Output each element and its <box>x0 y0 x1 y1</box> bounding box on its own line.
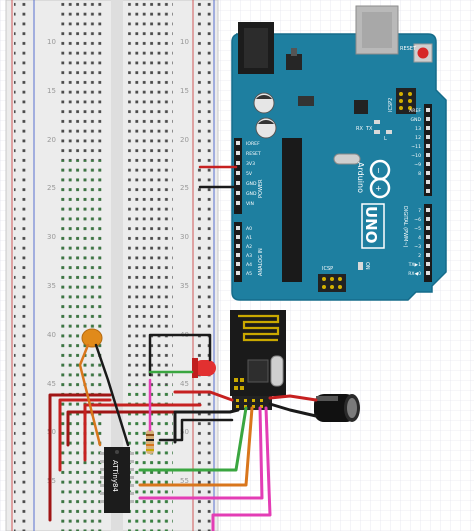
pin-a2: A2 <box>246 244 252 250</box>
wire-red-left-1 <box>48 393 112 522</box>
row-number-30-right: 30 <box>180 233 189 241</box>
pin-5v: 5V <box>246 171 253 177</box>
pin-a3: A3 <box>246 253 252 259</box>
attiny84-chip: ATTiny84 <box>100 447 134 513</box>
svg-text:−: − <box>374 167 383 174</box>
pin-d12: 12 <box>415 135 421 141</box>
atmega-chip <box>282 138 302 282</box>
row-number-50-right: 50 <box>180 428 189 436</box>
pin-d9: ~9 <box>414 162 421 168</box>
pin-d2: 2 <box>418 253 421 259</box>
pin-a5: A5 <box>246 271 252 277</box>
digital-header-bottom <box>424 204 432 282</box>
led-label-l: L <box>384 136 387 142</box>
board-capacitors <box>253 92 277 139</box>
wire-cap-orange <box>78 343 102 447</box>
power-header <box>234 138 242 214</box>
wire-module-pink-2 <box>211 406 272 531</box>
arduino-logo: − + <box>369 159 391 199</box>
power-label: POWER <box>258 179 264 198</box>
row-number-10-right: 10 <box>180 38 189 46</box>
row-number-45: 45 <box>47 380 56 388</box>
wire-module-pink <box>138 406 264 500</box>
row-number-30: 30 <box>47 233 56 241</box>
pin-a4: A4 <box>246 262 252 268</box>
analog-header <box>234 222 242 282</box>
ceramic-capacitor <box>81 328 103 348</box>
pin-d11: ~11 <box>411 144 421 150</box>
analog-in-label: ANALOG IN <box>258 248 264 276</box>
icsp2-label: ICSP2 <box>388 98 394 112</box>
row-number-55-right: 55 <box>180 477 189 485</box>
pin-vin: VIN <box>246 201 254 207</box>
pin-aref: AREF <box>409 108 421 114</box>
pin-d4: 4 <box>418 235 421 241</box>
pin-d0: RX◀0 <box>408 271 421 277</box>
pin-d6: ~6 <box>414 217 421 223</box>
pin-d13: 13 <box>415 126 421 132</box>
on-label: ON <box>364 262 370 270</box>
wire-module-red <box>173 390 234 402</box>
pin-gnd-digital: GND <box>410 117 421 123</box>
electrolytic-capacitor <box>314 394 360 422</box>
breadboard: 10 15 20 25 30 35 40 45 50 55 10 15 20 2… <box>5 0 219 531</box>
wire-red-left-2 <box>58 398 112 472</box>
icsp2-header <box>396 88 416 114</box>
icsp-header <box>318 274 346 292</box>
pin-d7: 7 <box>418 208 421 214</box>
wire-cap-black-2 <box>268 402 318 418</box>
wire-module-green <box>138 406 248 472</box>
nrf24-module <box>230 310 286 410</box>
svg-text:+: + <box>374 185 383 192</box>
wire-led-black <box>148 333 212 377</box>
pin-a1: A1 <box>246 235 252 241</box>
row-number-25-right: 25 <box>180 184 189 192</box>
pin-d5: ~5 <box>414 226 421 232</box>
digital-header-top <box>424 104 432 196</box>
icsp-label: ICSP <box>322 266 333 272</box>
wire-cap-black <box>94 343 130 447</box>
wire-module-black-2 <box>158 418 234 442</box>
digital-label: DIGITAL (PWM~) <box>402 206 408 248</box>
pin-d8: 8 <box>418 171 421 177</box>
row-number-20: 20 <box>47 136 56 144</box>
uno-text: UNO <box>362 206 380 244</box>
pin-gnd-2: GND <box>246 191 257 197</box>
pin-d10: ~10 <box>411 153 421 159</box>
wire-module-black <box>173 408 240 444</box>
attiny84-label: ATTiny84 <box>111 460 119 492</box>
row-number-15-right: 15 <box>180 87 189 95</box>
pin-3v3: 3V3 <box>246 161 255 167</box>
arduino-brand-text: Arduino <box>356 162 365 193</box>
pin-gnd-1: GND <box>246 181 257 187</box>
status-leds: L TX RX <box>356 120 392 142</box>
red-led <box>192 358 216 378</box>
pin-d3: ~3 <box>414 244 421 250</box>
wire-module-orange <box>138 406 254 487</box>
row-number-20-right: 20 <box>180 136 189 144</box>
pin-ioref: IOREF <box>246 141 260 147</box>
row-number-25: 25 <box>47 184 56 192</box>
reset-button[interactable] <box>413 43 433 63</box>
pin-d1: TX▶1 <box>408 262 421 268</box>
arduino-uno-board: RESET ICSP2 L TX <box>231 5 447 301</box>
row-number-35-right: 35 <box>180 282 189 290</box>
row-number-10: 10 <box>47 38 56 46</box>
resistor <box>146 430 154 454</box>
led-label-tx: TX <box>365 126 373 132</box>
row-number-45-right: 45 <box>180 380 189 388</box>
wires <box>48 165 318 531</box>
wire-darkred-left-2 <box>83 403 202 462</box>
row-number-15: 15 <box>47 87 56 95</box>
row-number-40: 40 <box>47 331 56 339</box>
led-label-rx: RX <box>356 126 363 132</box>
wire-cap-red <box>268 394 318 402</box>
row-number-35: 35 <box>47 282 56 290</box>
pin-a0: A0 <box>246 226 252 232</box>
antenna-trace <box>238 314 280 342</box>
wire-darkred-left <box>66 410 202 447</box>
reset-label: RESET <box>400 46 417 52</box>
pin-reset: RESET <box>246 151 261 157</box>
